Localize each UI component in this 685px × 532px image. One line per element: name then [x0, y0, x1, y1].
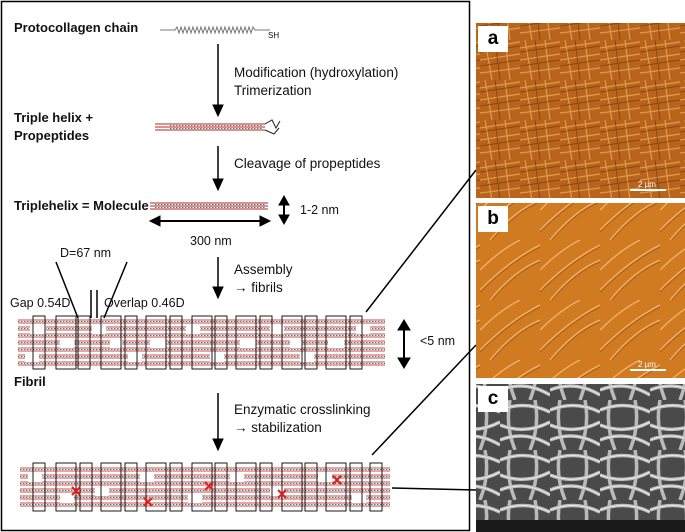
crosslinked-fibril	[20, 462, 390, 512]
modification-step-label: Modification (hydroxylation)	[234, 65, 399, 80]
triple-helix-propeptides	[155, 119, 281, 135]
scale-bar-b	[630, 369, 666, 371]
protocollagen-label: Protocollagen chain	[14, 20, 139, 35]
panel-letter-b: b	[478, 206, 508, 232]
d-period-marker	[55, 261, 128, 319]
scale-label-a: 2 µm	[638, 180, 656, 189]
fibrils-step-label: → fibrils	[234, 280, 283, 295]
fibril-strands	[18, 319, 385, 366]
molecule-length-arrow	[148, 215, 272, 227]
overlap-label: Overlap 0.46D	[104, 296, 185, 310]
fibril-label: Fibril	[14, 374, 46, 389]
trimerization-step-label: Trimerization	[234, 83, 312, 98]
protocollagen-chain	[160, 25, 270, 35]
molecule-length-label: 300 nm	[190, 234, 232, 248]
connector-lines	[365, 169, 477, 491]
triple-helix-label-2: Propeptides	[14, 128, 90, 143]
sem-info-bar	[476, 520, 685, 532]
sem-image-c	[476, 384, 685, 532]
scale-bar-a	[630, 189, 666, 191]
cleavage-step-label: Cleavage of propeptides	[234, 156, 381, 171]
fibril-bundle	[18, 315, 385, 370]
panel-letter-a: a	[478, 26, 508, 52]
afm-image-b	[476, 203, 685, 378]
diagram-frame	[0, 0, 471, 532]
fibril-band-boxes	[32, 315, 363, 370]
molecule-width-arrow	[278, 194, 290, 226]
crosslink-marks	[71, 475, 342, 507]
d-period-label: D=67 nm	[60, 246, 112, 260]
afm-image-a	[476, 23, 685, 198]
fibril-gaps	[25, 326, 370, 362]
panel-letter-c: c	[478, 386, 508, 412]
triple-helix-label-1: Triple helix +	[14, 110, 94, 125]
fibril-width-arrow	[397, 319, 411, 369]
sh-label: SH	[268, 31, 280, 40]
gap-label: Gap 0.54D	[10, 296, 71, 310]
assembly-step-label: Assembly	[234, 262, 293, 277]
collagen-molecule	[150, 202, 268, 210]
scale-label-b: 2 µm	[638, 360, 656, 369]
crosslinking-step-label: Enzymatic crosslinking	[234, 402, 371, 417]
stabilization-step-label: → stabilization	[234, 420, 322, 435]
molecule-label: Triplehelix = Molecule	[14, 198, 149, 213]
fibril-width-label: <5 nm	[420, 334, 456, 348]
molecule-width-label: 1-2 nm	[300, 203, 339, 217]
process-arrows	[212, 44, 224, 452]
